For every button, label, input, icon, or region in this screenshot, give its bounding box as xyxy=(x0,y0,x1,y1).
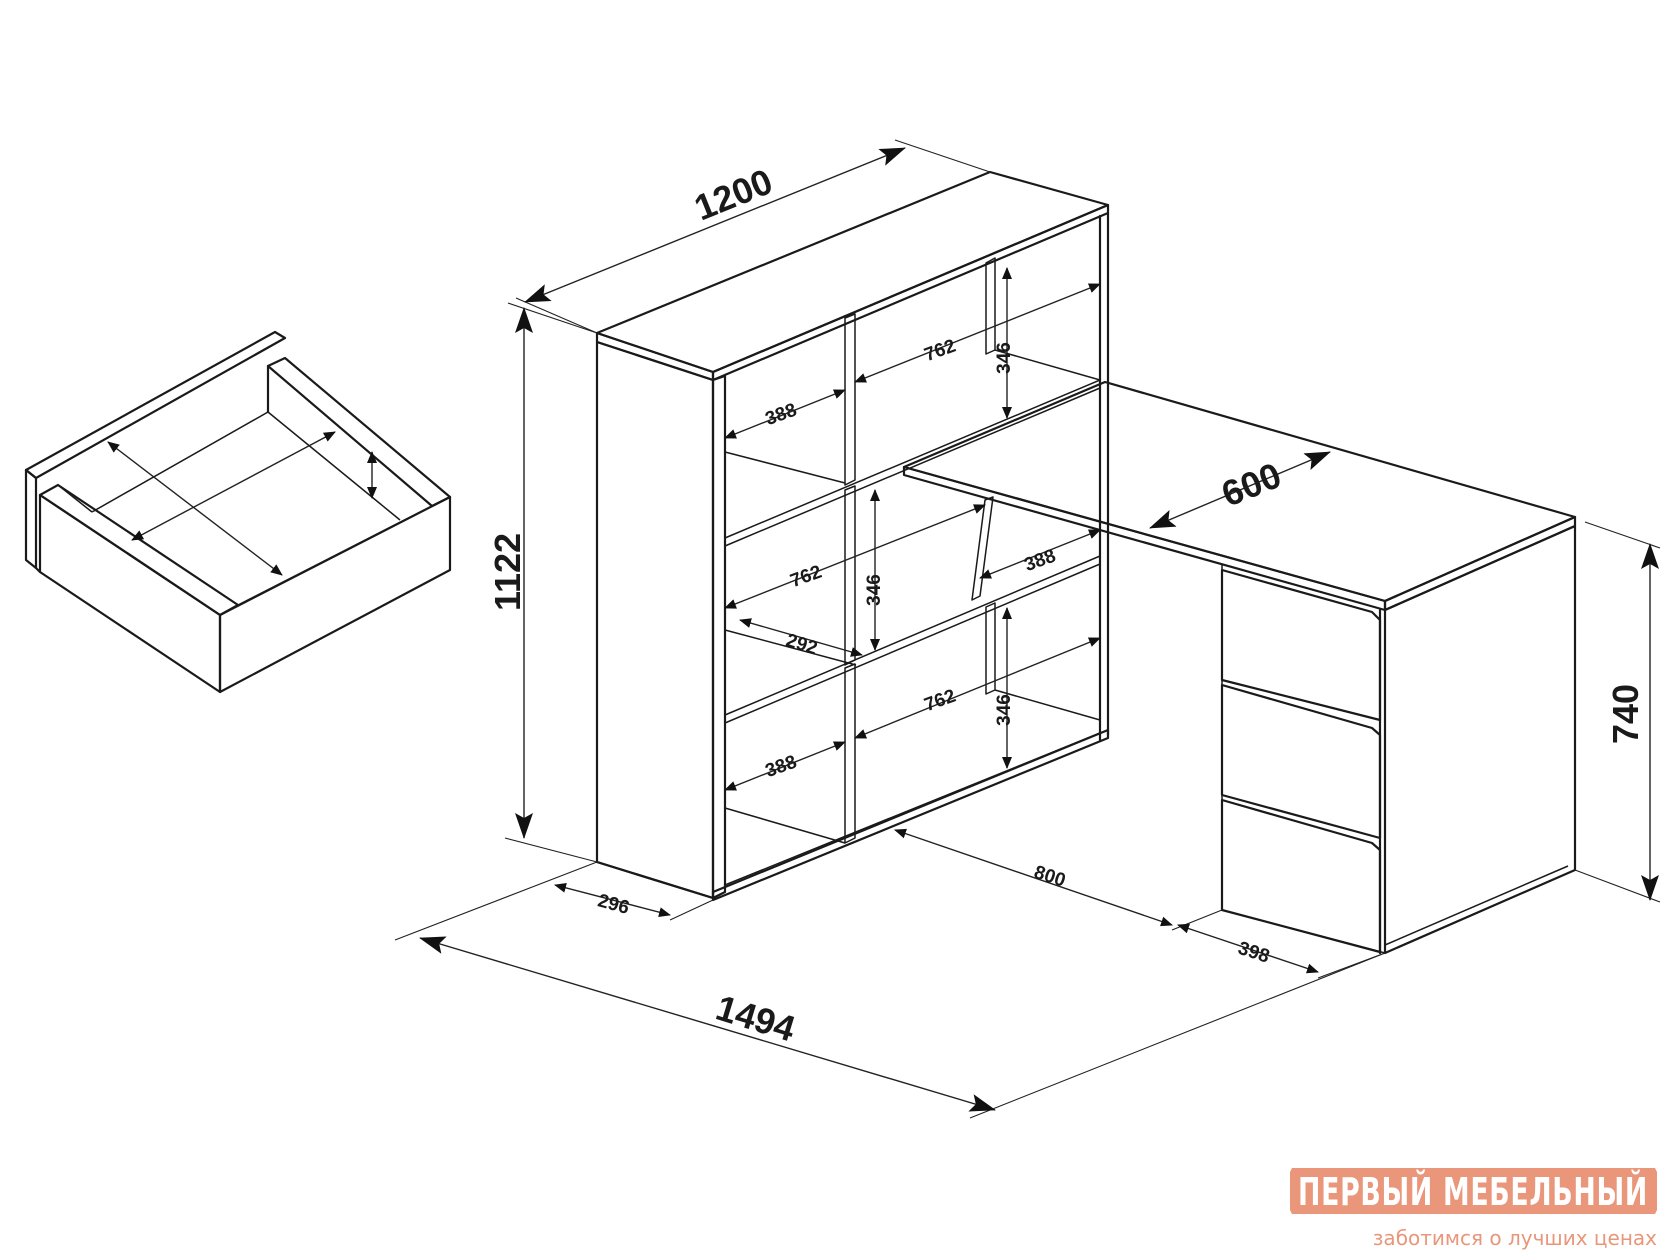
upper-cell-width-label: 388 xyxy=(763,400,800,431)
middle-shelf-width-line xyxy=(724,504,986,609)
middle-shelf-height-label: 346 xyxy=(864,574,885,606)
middle-shelf-depth-label: 292 xyxy=(783,630,819,659)
middle-cell-width-line xyxy=(979,529,1101,579)
upper-cell-width-line xyxy=(724,389,846,439)
drawer-drawing xyxy=(24,330,452,694)
upper-shelf-width-line xyxy=(854,283,1101,383)
gap-800-label: 800 xyxy=(1031,862,1068,892)
depth-296-label: 296 xyxy=(595,890,631,918)
shelf-dimensions: 762 346 388 762 346 388 292 762 346 388 xyxy=(724,267,1101,791)
overall-dimensions: 1200 1122 600 740 1494 296 800 398 xyxy=(394,139,1661,1119)
brand-logo: ПЕРВЫЙ МЕБЕЛЬНЫЙ заботимся о лучших цена… xyxy=(1290,1168,1657,1250)
lower-cell-width-line xyxy=(724,741,846,791)
gap-800-line xyxy=(894,828,1173,927)
depth-600-line xyxy=(1149,451,1331,529)
drawer-dimensions xyxy=(107,431,377,576)
height-740-label: 740 xyxy=(1605,684,1646,744)
length-1494-label: 1494 xyxy=(711,987,800,1050)
lower-shelf-width-label: 762 xyxy=(922,686,959,717)
upper-shelf-width-label: 762 xyxy=(922,336,959,367)
middle-cell-width-label: 388 xyxy=(1022,546,1059,577)
upper-shelf-height-label: 346 xyxy=(994,342,1015,374)
brand-tagline: заботимся о лучших ценах xyxy=(1373,1226,1657,1250)
brand-name: ПЕРВЫЙ МЕБЕЛЬНЫЙ xyxy=(1298,1170,1648,1214)
middle-shelf-depth-line xyxy=(739,618,863,657)
brand-logo-plate xyxy=(1290,1168,1657,1214)
pedestal-398-line xyxy=(1177,923,1319,974)
depth-296-line xyxy=(554,882,671,918)
middle-shelf-width-label: 762 xyxy=(788,562,825,593)
depth-600-label: 600 xyxy=(1216,454,1287,515)
lower-cell-width-label: 388 xyxy=(763,752,800,783)
lower-shelf-height-label: 346 xyxy=(994,694,1015,726)
lower-shelf-width-line xyxy=(854,637,1101,739)
desk-drawing xyxy=(902,380,1577,955)
pedestal-398-label: 398 xyxy=(1235,938,1272,968)
drawer-width-line xyxy=(131,431,336,541)
width-1200-line xyxy=(524,147,906,303)
drawer-depth-line xyxy=(107,441,283,576)
height-1122-label: 1122 xyxy=(487,533,528,611)
bookcase-drawing xyxy=(595,170,1110,902)
length-1494-line xyxy=(419,936,996,1112)
